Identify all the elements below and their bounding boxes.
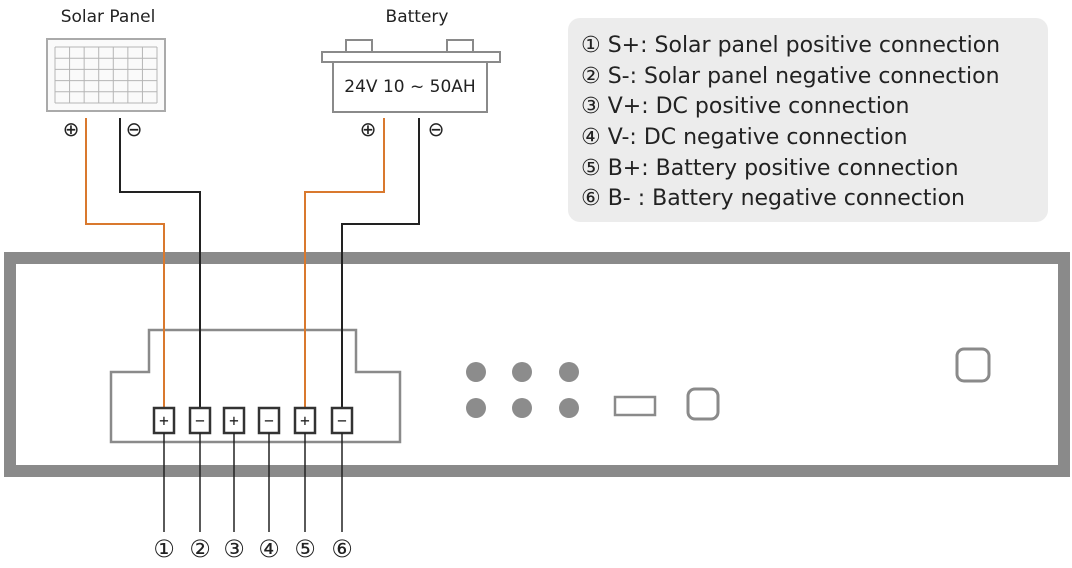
battery: Battery 24V 10 ~ 50AH ⊕ ⊖ (321, 7, 501, 141)
solar-panel-frame (46, 38, 166, 112)
terminal-leaders (163, 433, 343, 532)
battery-body (332, 61, 488, 113)
indicator-dot (466, 362, 486, 382)
terminal-symbol: − (264, 411, 274, 430)
power-button[interactable] (955, 347, 991, 383)
legend-box (568, 18, 1048, 222)
legend-item-1: ① S+: Solar panel positive connection (581, 33, 1000, 58)
battery-title: Battery (386, 7, 449, 27)
legend-item-5: ⑤ B+: Battery positive connection (581, 156, 959, 181)
battery-negative-symbol: ⊖ (428, 117, 445, 141)
terminal-5: + (293, 406, 317, 435)
indicator-dot (512, 362, 532, 382)
terminal-symbol: − (195, 411, 205, 430)
solar-negative-symbol: ⊖ (126, 117, 143, 141)
solar-panel-title: Solar Panel (61, 7, 156, 27)
control-button[interactable] (686, 387, 720, 421)
terminal-number-6: ⑥ (331, 535, 353, 563)
battery-positive-symbol: ⊕ (360, 117, 377, 141)
indicator-dot (559, 398, 579, 418)
wire-battery-positive (304, 118, 385, 408)
battery-terminal-left (345, 39, 373, 53)
terminal-number-2: ② (189, 535, 211, 563)
legend-item-3: ③ V+: DC positive connection (581, 94, 909, 119)
terminal-1: + (152, 406, 176, 435)
wire-battery-negative (341, 118, 420, 408)
controller-device (4, 252, 1070, 477)
indicator-leds (466, 362, 579, 418)
battery-terminal-right (446, 39, 474, 53)
legend-item-6: ⑥ B- : Battery negative connection (581, 186, 965, 211)
terminal-number-3: ③ (223, 535, 245, 563)
terminal-4: − (257, 406, 281, 435)
terminal-3: + (222, 406, 246, 435)
legend-item-4: ④ V-: DC negative connection (581, 125, 908, 150)
solar-positive-symbol: ⊕ (63, 117, 80, 141)
terminal-block (109, 328, 402, 444)
legend: ① S+: Solar panel positive connection ② … (568, 18, 1048, 222)
terminal-number-4: ④ (258, 535, 280, 563)
battery-spec: 24V 10 ~ 50AH (344, 77, 475, 97)
terminal-symbol: + (229, 411, 239, 430)
terminal-number-5: ⑤ (294, 535, 316, 563)
terminal-symbol: + (159, 411, 169, 430)
terminal-2: − (188, 406, 212, 435)
usb-port (613, 395, 657, 417)
solar-panel-grid (54, 46, 158, 104)
indicator-dot (559, 362, 579, 382)
indicator-dot (512, 398, 532, 418)
wire-solar-positive (85, 118, 165, 408)
indicator-dot (466, 398, 486, 418)
wiring (85, 118, 420, 408)
terminal-6: − (330, 406, 354, 435)
legend-item-2: ② S-: Solar panel negative connection (581, 64, 1000, 89)
solar-panel: Solar Panel ⊕ ⊖ (46, 7, 166, 141)
wire-solar-negative (119, 118, 201, 408)
terminal-symbol: + (300, 411, 310, 430)
terminal-number-labels: ① ② ③ ④ ⑤ ⑥ (153, 535, 353, 563)
battery-lid (321, 51, 501, 63)
terminal-number-1: ① (153, 535, 175, 563)
terminal-symbol: − (337, 411, 347, 430)
